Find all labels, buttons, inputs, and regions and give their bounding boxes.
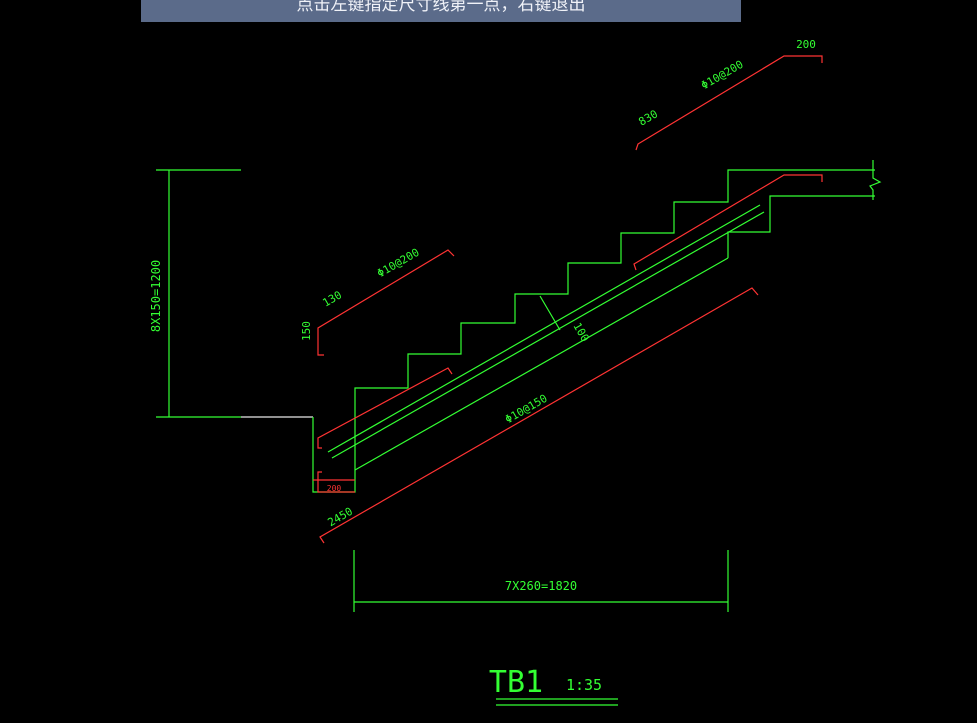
rebar-top-upper [635, 55, 823, 151]
stair-soffit [354, 257, 729, 471]
rebar-top-lower-length: 130 [320, 288, 344, 309]
command-prompt-text: 点击左键指定尺寸线第一点，右键退出 [296, 0, 586, 15]
rebar-group [313, 55, 823, 544]
drawing-scale: 1:35 [566, 676, 602, 694]
landing-dim-label: 200 [327, 484, 342, 493]
drawing-title: TB1 [489, 665, 543, 700]
bottom-beam [312, 417, 356, 493]
rebar-top-upper-length: 830 [636, 107, 660, 128]
rebar-top-surface [327, 204, 761, 453]
run-dim-label: 7X260=1820 [505, 579, 577, 593]
thickness-dim-label: 100 [570, 320, 591, 344]
rebar-top-lower-hook: 150 [300, 321, 313, 341]
command-prompt-bar: 点击左键指定尺寸线第一点，右键退出 [141, 0, 741, 22]
rebar-top-surface-2 [331, 211, 765, 459]
rebar-top-lower-label: Φ10@200 [375, 246, 422, 280]
rebar-inner-upper [633, 174, 823, 271]
top-beam [727, 195, 875, 258]
rebar-top-lower [317, 249, 455, 356]
rebar-bottom-hook [317, 471, 355, 493]
rebar-inner-lower [317, 367, 453, 449]
rebar-top-upper-hook: 200 [796, 38, 816, 51]
stair-outline [156, 160, 882, 706]
break-line [869, 160, 882, 200]
height-dim-label: 8X150=1200 [149, 260, 163, 332]
rebar-top-upper-label: Φ10@200 [699, 58, 746, 92]
stair-steps [354, 169, 875, 417]
thickness-dim-line [539, 295, 561, 331]
rebar-bottom-main [319, 287, 759, 544]
